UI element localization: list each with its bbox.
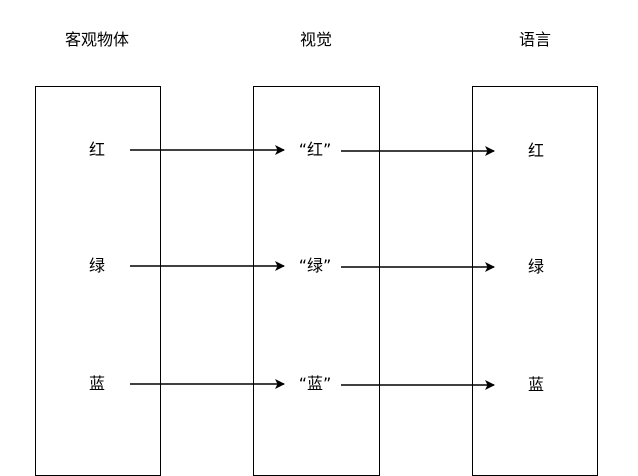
- vision-item-red: “红”: [298, 140, 332, 159]
- connector-arrows: [130, 145, 495, 390]
- column-title-vision: 视觉: [299, 30, 333, 49]
- vision-item-blue: “蓝”: [298, 374, 332, 393]
- vision-item-green: “绿”: [298, 256, 332, 275]
- object-item-red: 红: [88, 140, 106, 159]
- column-title-language: 语言: [518, 30, 552, 49]
- object-item-green: 绿: [88, 256, 106, 275]
- language-item-blue: 蓝: [527, 375, 545, 394]
- object-item-blue: 蓝: [88, 374, 106, 393]
- language-item-red: 红: [527, 141, 545, 160]
- column-title-object: 客观物体: [64, 30, 130, 49]
- language-item-green: 绿: [527, 257, 545, 276]
- column-box-object: [35, 86, 161, 476]
